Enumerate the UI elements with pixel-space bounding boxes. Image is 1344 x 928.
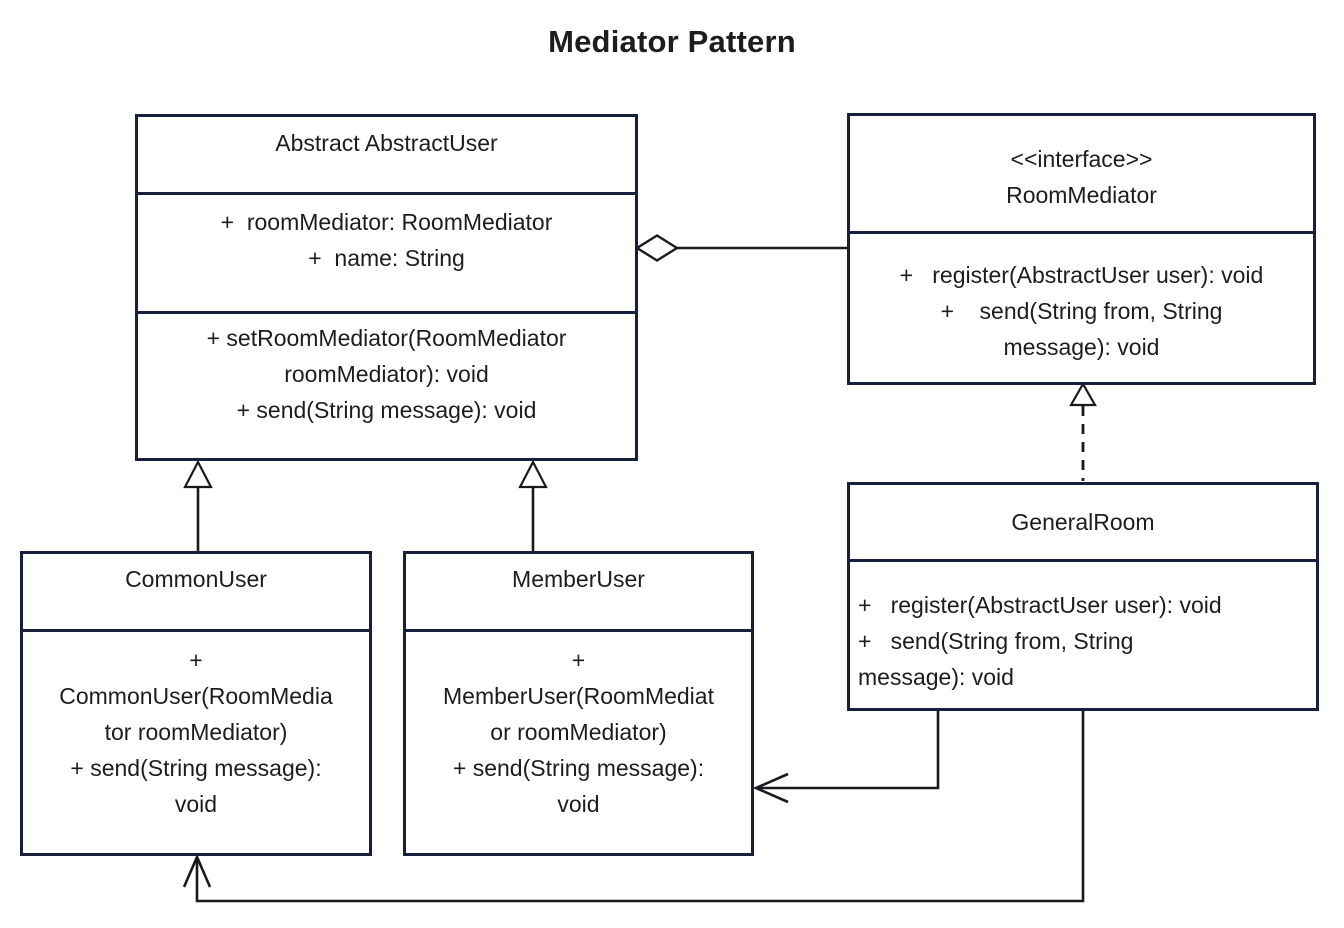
realization-arrowhead-icon [1069, 381, 1097, 407]
method: message): void [858, 664, 1014, 690]
method: message): void [1003, 334, 1160, 360]
open-arrowhead-icon [752, 772, 789, 804]
method: tor roomMediator) [104, 719, 288, 745]
method: + setRoomMediator(RoomMediator [206, 325, 567, 351]
class-name: MemberUser [512, 566, 645, 592]
methods-compartment: + MemberUser(RoomMediat or roomMediator)… [406, 629, 751, 822]
method: + send(String from, String [940, 298, 1223, 324]
diagram-title: Mediator Pattern [548, 24, 796, 59]
method: + send(String message): void [236, 397, 537, 423]
attributes-compartment: + roomMediator: RoomMediator + name: Str… [138, 192, 635, 311]
association-line-memberuser [757, 711, 940, 790]
generalization-arrowhead-icon [518, 459, 548, 489]
method: + register(AbstractUser user): void [858, 592, 1222, 618]
generalization-arrowhead-icon [183, 459, 213, 489]
method: CommonUser(RoomMedia [59, 683, 333, 709]
class-box-roommediator: <<interface>> RoomMediator + register(Ab… [847, 113, 1316, 385]
stereotype-label: <<interface>> [1010, 146, 1153, 172]
methods-compartment: + register(AbstractUser user): void + se… [850, 231, 1313, 365]
class-box-memberuser: MemberUser + MemberUser(RoomMediat or ro… [403, 551, 754, 856]
method: or roomMediator) [490, 719, 667, 745]
methods-compartment: + register(AbstractUser user): void + se… [850, 559, 1316, 695]
association-line-commonuser [195, 711, 1085, 903]
method: MemberUser(RoomMediat [443, 683, 714, 709]
method: void [557, 791, 600, 817]
class-box-generalroom: GeneralRoom + register(AbstractUser user… [847, 482, 1319, 711]
method: + send(String message): [452, 755, 705, 781]
methods-compartment: + setRoomMediator(RoomMediator roomMedia… [138, 311, 635, 428]
method: + [571, 647, 586, 673]
method: + register(AbstractUser user): void [899, 262, 1264, 288]
class-name: GeneralRoom [1011, 509, 1155, 535]
class-box-commonuser: CommonUser + CommonUser(RoomMedia tor ro… [20, 551, 372, 856]
method: + send(String from, String [858, 628, 1134, 654]
methods-compartment: + CommonUser(RoomMedia tor roomMediator)… [23, 629, 369, 822]
method: + send(String message): [70, 755, 322, 781]
class-name: Abstract AbstractUser [275, 130, 498, 156]
attribute: + name: String [308, 245, 465, 271]
class-box-abstractuser: Abstract AbstractUser + roomMediator: Ro… [135, 114, 638, 461]
attribute: + roomMediator: RoomMediator [220, 209, 553, 235]
method: + [189, 647, 203, 673]
class-name: <<interface>> RoomMediator [850, 116, 1313, 231]
class-name: CommonUser [125, 566, 267, 592]
method: roomMediator): void [284, 361, 489, 387]
open-arrowhead-icon [182, 853, 212, 888]
method: void [174, 791, 218, 817]
aggregation-diamond-icon [634, 234, 680, 262]
